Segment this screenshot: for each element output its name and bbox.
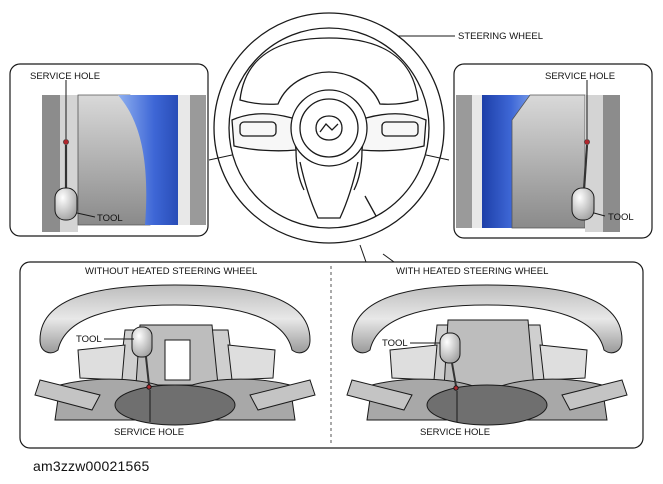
tool-label-right: TOOL [608, 212, 634, 223]
inset-top-right [453, 63, 653, 239]
service-hole-label-left: SERVICE HOLE [30, 71, 100, 82]
tool-label-bottom-left: TOOL [76, 334, 102, 345]
steering-wheel-illustration [213, 12, 445, 244]
figure-code: am3zzw00021565 [33, 458, 150, 474]
service-hole-label-right: SERVICE HOLE [545, 71, 615, 82]
steering-wheel-label: STEERING WHEEL [458, 31, 543, 42]
tool-label-left: TOOL [97, 213, 123, 224]
leader-lines [208, 35, 455, 263]
inset-top-left [9, 63, 209, 237]
without-heated-label: WITHOUT HEATED STEERING WHEEL [85, 266, 257, 277]
service-hole-label-bottom-right: SERVICE HOLE [420, 427, 490, 438]
service-hole-label-bottom-left: SERVICE HOLE [114, 427, 184, 438]
wheel-with-heated [346, 284, 628, 426]
tool-label-bottom-right: TOOL [382, 338, 408, 349]
wheel-without-heated [34, 284, 316, 426]
with-heated-label: WITH HEATED STEERING WHEEL [396, 266, 548, 277]
